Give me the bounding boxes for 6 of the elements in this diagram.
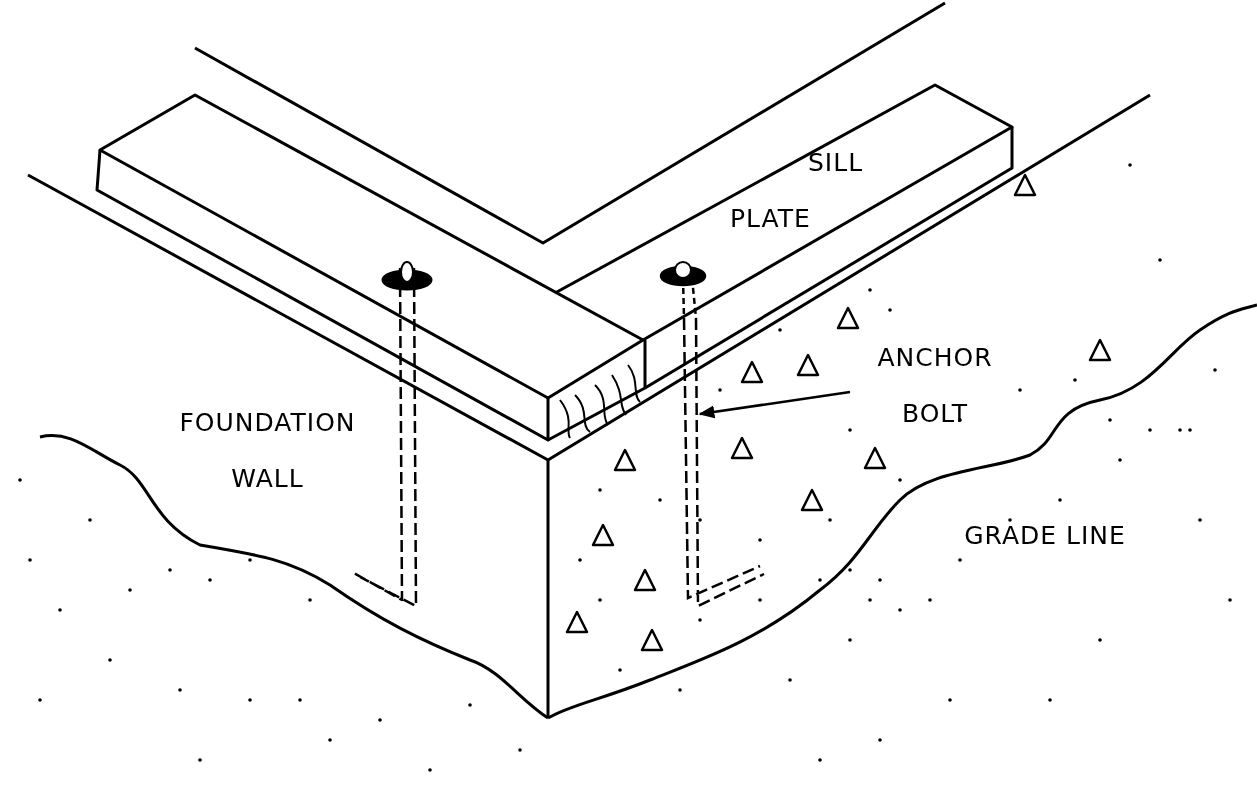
anchor-bolt (659, 261, 766, 608)
part-label: SILL PLATE (730, 147, 860, 235)
leader-line (698, 390, 851, 419)
part-label: ANCHOR BOLT (850, 330, 1020, 442)
part-label: GRADE LINE (963, 520, 1127, 552)
part-label: FOUNDATION WALL (178, 407, 357, 495)
